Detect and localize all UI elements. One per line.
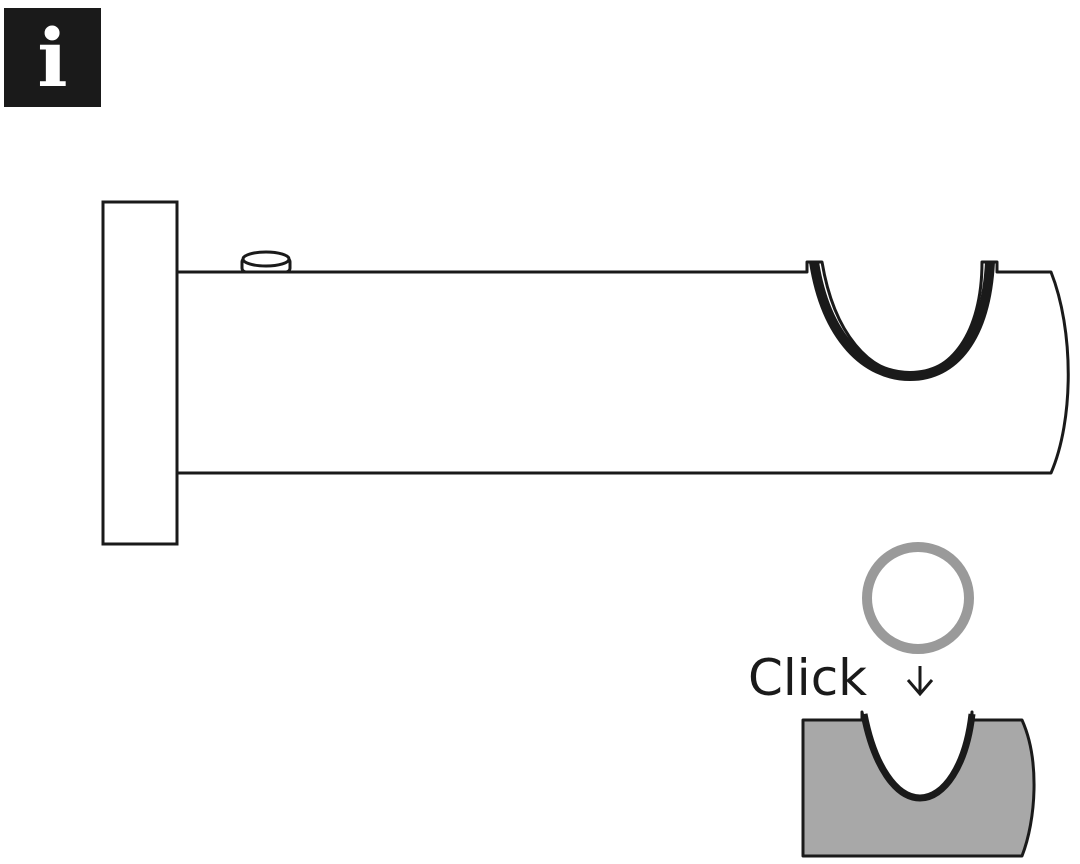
bracket-cradle [809, 261, 995, 382]
wall-plate [101, 200, 179, 546]
bracket-detail-cradle [860, 713, 976, 802]
bracket-arm [175, 260, 1070, 475]
info-icon: i [4, 8, 101, 107]
click-label: Click [748, 649, 867, 707]
info-icon-glyph: i [37, 11, 68, 105]
set-screw [240, 250, 292, 274]
curtain-ring [862, 542, 974, 654]
arrow-down-icon [906, 666, 934, 697]
